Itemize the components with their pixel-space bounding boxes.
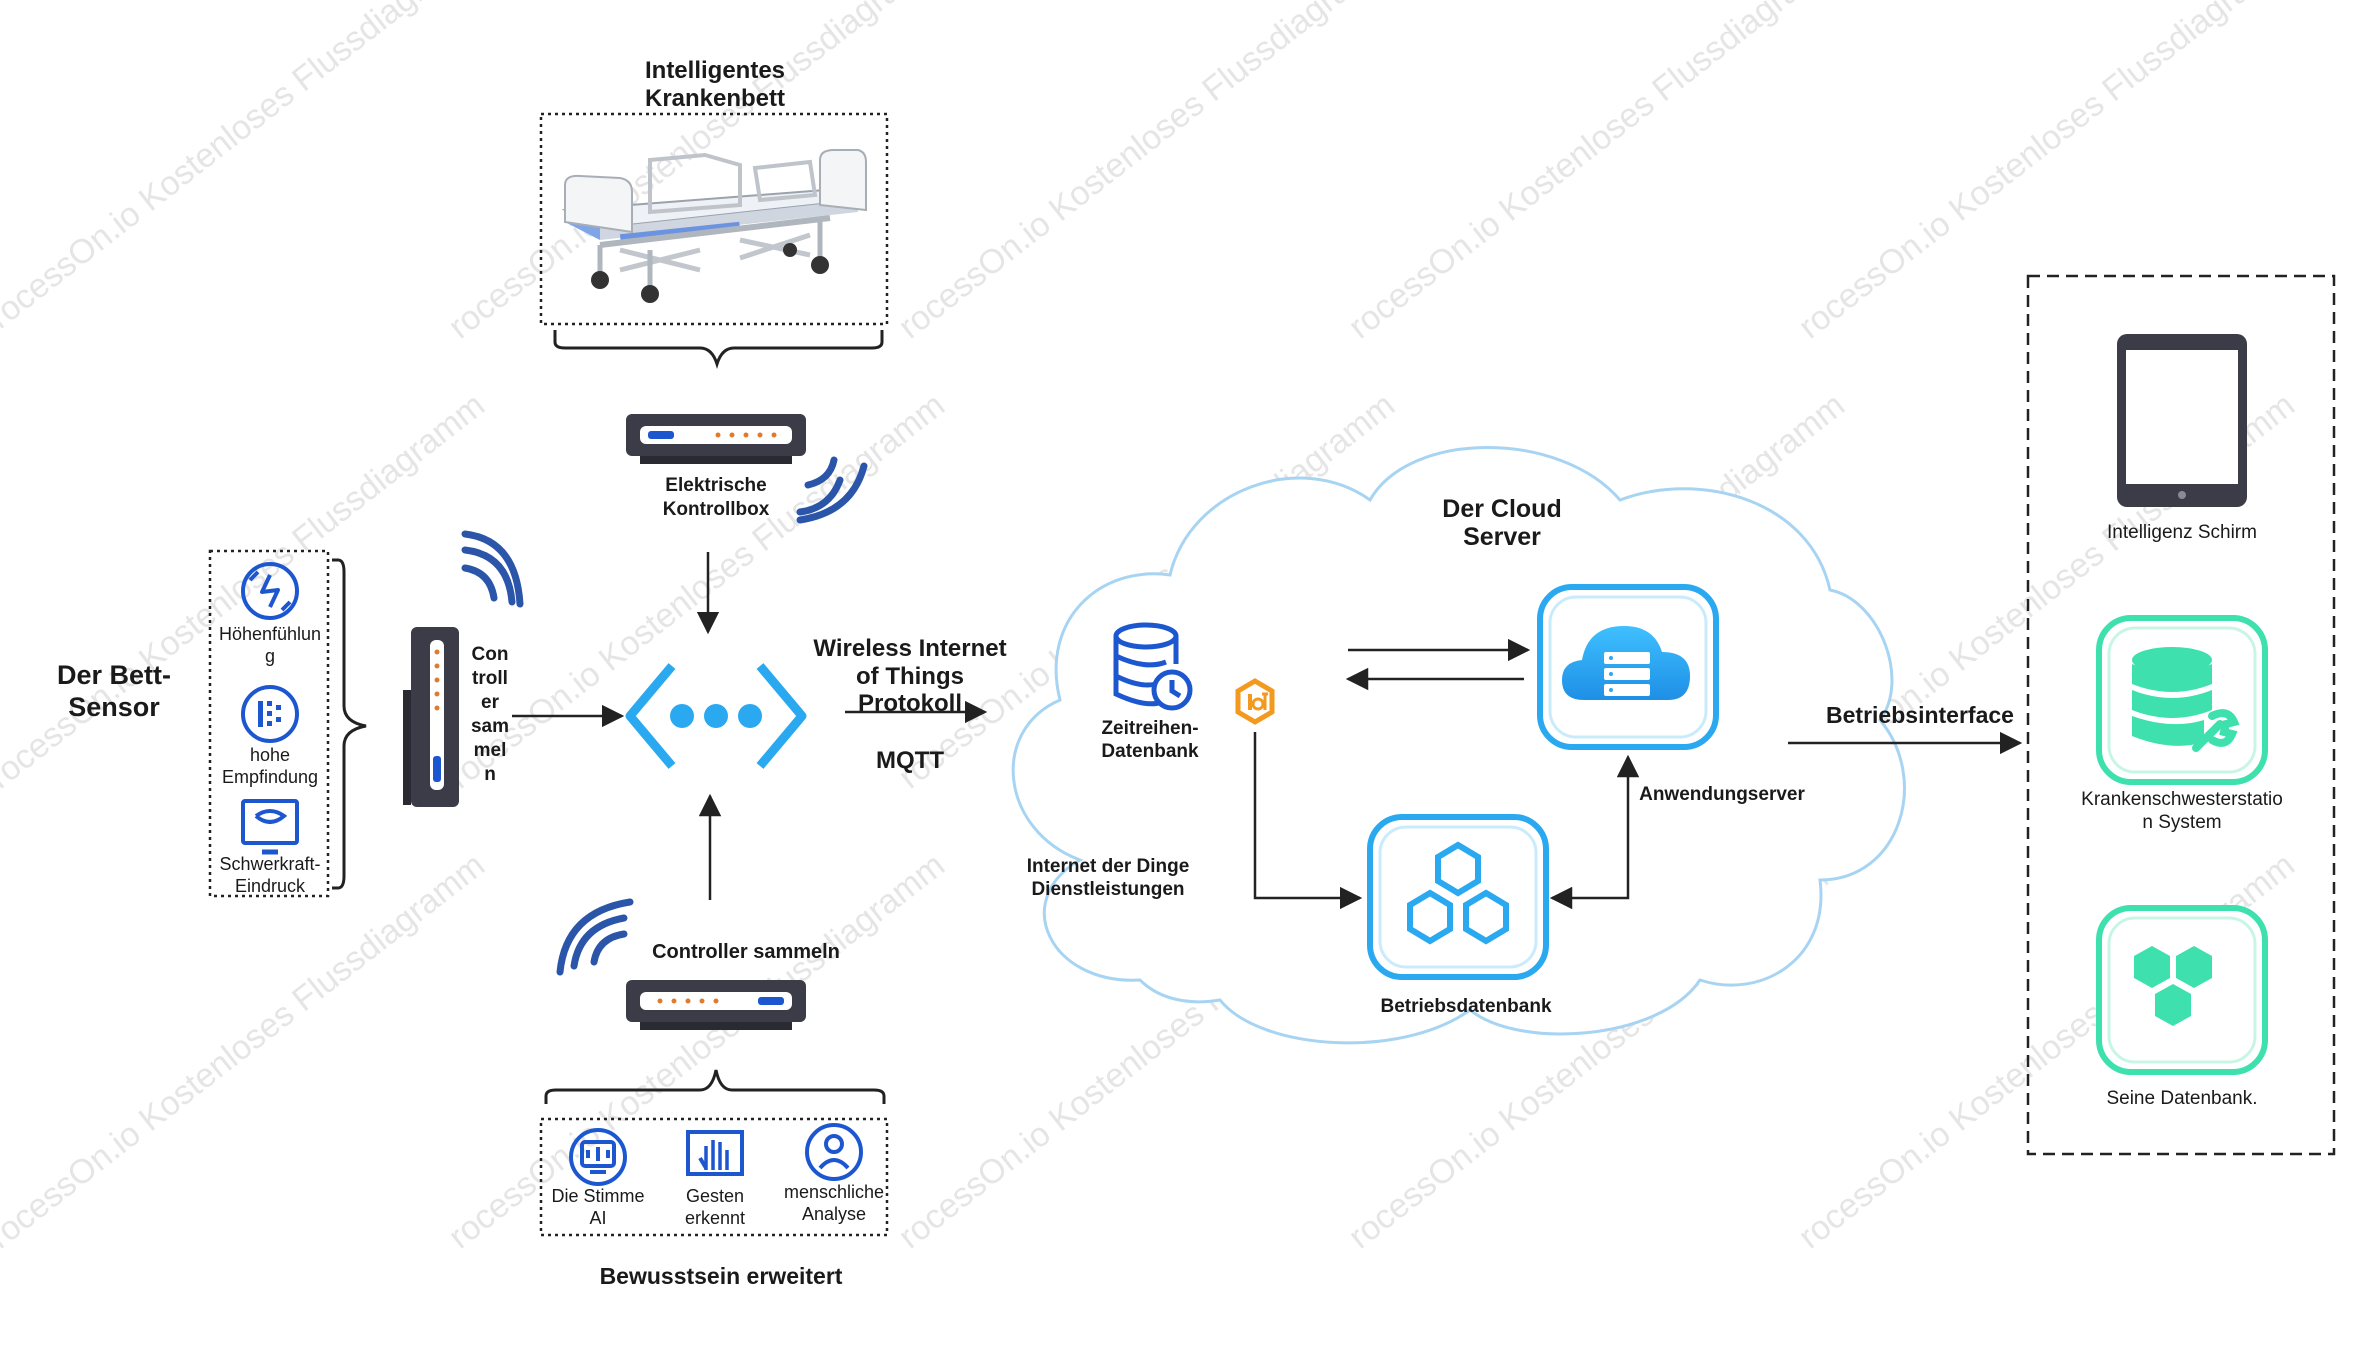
svg-text:Con: Con xyxy=(472,644,509,665)
gateway-hub-icon xyxy=(625,663,807,769)
control-box-label: Kontrollbox xyxy=(663,499,770,520)
time-series-database-icon xyxy=(1113,622,1193,711)
bed-sensor-label: Der Bett- xyxy=(57,660,171,690)
smart-screen-label: Intelligenz Schirm xyxy=(2107,522,2257,543)
mqtt-label: MQTT xyxy=(876,747,944,774)
ops-db-label: Betriebsdatenbank xyxy=(1380,996,1551,1017)
iot-hub-icon xyxy=(1235,678,1275,725)
bed-title: Krankenbett xyxy=(645,85,785,112)
sensor-label: Empfindung xyxy=(222,767,318,787)
timeseries-label: Datenbank xyxy=(1101,741,1199,762)
bracket xyxy=(553,330,884,370)
human-analysis-icon xyxy=(805,1123,863,1181)
sensor-label: Schwerkraft- xyxy=(219,854,320,874)
controller-device xyxy=(626,980,806,1030)
ops-interface-label: Betriebsinterface xyxy=(1826,702,2014,728)
sensor-label: Eindruck xyxy=(235,876,306,896)
svg-text:rocessOn.io Kostenloses Flussd: rocessOn.io Kostenloses Flussdiagramm xyxy=(0,0,492,336)
feature-label: Analyse xyxy=(802,1204,866,1224)
tablet-icon xyxy=(2117,334,2247,507)
svg-text:mel: mel xyxy=(474,740,507,761)
sensor-label: Höhenfühlun xyxy=(219,624,321,644)
feature-label: Gesten xyxy=(686,1186,744,1206)
controller-device xyxy=(403,627,459,807)
bracket xyxy=(332,558,367,890)
cloud-label: Server xyxy=(1463,523,1541,551)
high-sensitivity-icon xyxy=(241,685,299,743)
operations-database-icon xyxy=(1367,814,1549,980)
bed-title: Intelligentes xyxy=(645,57,785,84)
control-box-label: Elektrische xyxy=(665,475,766,496)
wireless-signal-icon xyxy=(461,530,524,608)
nurse-station-system-icon xyxy=(2096,615,2268,785)
client-systems-frame xyxy=(2026,274,2336,1156)
application-server-icon xyxy=(1537,584,1719,750)
nurse-station-label: Krankenschwesterstatio xyxy=(2081,789,2283,810)
svg-text:rocessOn.io Kostenloses Flussd: rocessOn.io Kostenloses Flussdiagramm xyxy=(1792,0,2302,346)
controller-bottom-label: Controller sammeln xyxy=(652,941,840,963)
sensor-frame xyxy=(208,549,330,898)
arrow xyxy=(1549,754,1640,910)
consciousness-label: Bewusstsein erweitert xyxy=(600,1263,843,1289)
svg-text:sam: sam xyxy=(471,716,509,737)
his-database-icon xyxy=(2096,905,2268,1075)
iot-services-label: Internet der Dinge xyxy=(1027,856,1190,877)
bed-sensor-label: Sensor xyxy=(68,692,160,722)
controller-label: Con troll er sam mel n xyxy=(471,644,509,785)
protocol-label: of Things xyxy=(856,663,964,690)
svg-text:n: n xyxy=(484,764,496,785)
gravity-impression-icon xyxy=(241,799,299,855)
arrow xyxy=(1253,732,1363,910)
cloud-label: Der Cloud xyxy=(1442,495,1561,523)
control-box-device xyxy=(626,414,806,464)
nurse-station-label: n System xyxy=(2142,812,2221,833)
feature-label: Die Stimme xyxy=(551,1186,644,1206)
svg-text:rocessOn.io Kostenloses Flussd: rocessOn.io Kostenloses Flussdiagramm xyxy=(892,0,1402,346)
timeseries-label: Zeitreihen- xyxy=(1101,718,1198,739)
feature-label: erkennt xyxy=(685,1208,745,1228)
feature-label: menschliche xyxy=(784,1182,884,1202)
svg-text:rocessOn.io Kostenloses Flussd: rocessOn.io Kostenloses Flussdiagramm xyxy=(0,846,492,1256)
app-server-label: Anwendungserver xyxy=(1639,784,1805,805)
voice-ai-icon xyxy=(569,1128,627,1186)
bracket xyxy=(544,1069,886,1104)
wireless-signal-icon xyxy=(796,456,868,524)
bed-frame xyxy=(539,112,889,326)
gesture-recognition-icon xyxy=(686,1130,744,1176)
svg-text:rocessOn.io Kostenloses Flussd: rocessOn.io Kostenloses Flussdiagramm xyxy=(1342,0,1852,346)
svg-text:troll: troll xyxy=(472,668,508,689)
svg-text:er: er xyxy=(481,692,500,713)
sensor-label: g xyxy=(265,646,275,666)
wireless-signal-icon xyxy=(556,898,634,976)
sensor-label: hohe xyxy=(250,745,290,765)
svg-text:rocessOn.io Kostenloses Flussd: rocessOn.io Kostenloses Flussdiagramm xyxy=(442,0,952,346)
hospital-bed-icon xyxy=(561,149,867,303)
iot-services-label: Dienstleistungen xyxy=(1031,879,1184,900)
height-sensing-icon xyxy=(241,562,299,620)
protocol-label: Wireless Internet xyxy=(813,635,1006,662)
feature-label: AI xyxy=(589,1208,606,1228)
his-db-label: Seine Datenbank. xyxy=(2106,1088,2257,1109)
